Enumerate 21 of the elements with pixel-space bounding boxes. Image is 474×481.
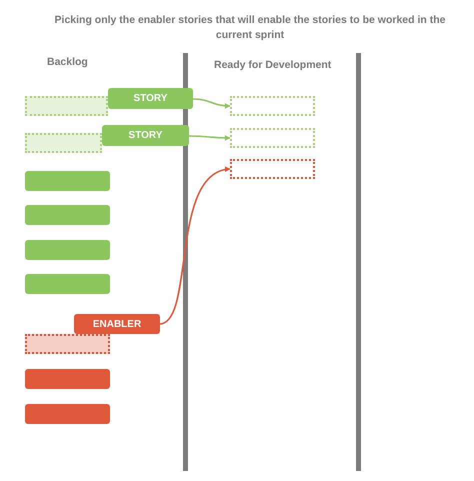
story-card: [25, 274, 110, 294]
story-card: STORY: [108, 88, 193, 109]
arrow: [189, 135, 231, 141]
arrow: [160, 168, 231, 325]
story-card: [25, 240, 110, 260]
target-slot: [230, 159, 315, 179]
target-slot: [230, 96, 315, 116]
arrow: [192, 98, 231, 109]
placeholder-box: [25, 96, 108, 116]
enabler-card: ENABLER: [74, 314, 160, 334]
title: Picking only the enabler stories that will enable the stories to be worked in the current sprint: [54, 13, 446, 43]
column-heading: Ready for Development: [214, 58, 332, 73]
story-card: [25, 171, 110, 191]
story-card: [25, 205, 110, 225]
placeholder-box: [25, 334, 110, 354]
story-card: STORY: [102, 125, 189, 146]
enabler-card: [25, 404, 110, 424]
placeholder-box: [25, 133, 102, 153]
enabler-card: [25, 369, 110, 389]
column-heading: Backlog: [47, 55, 88, 70]
target-slot: [230, 128, 315, 148]
